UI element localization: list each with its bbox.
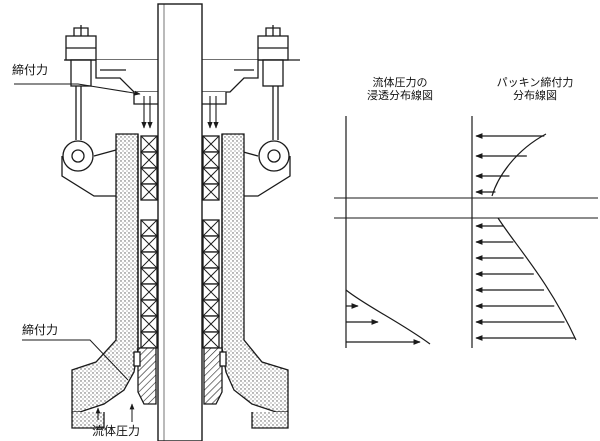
packing-ring-cross <box>202 219 220 237</box>
packing-ring-cross <box>140 135 158 153</box>
packing-ring-cross <box>202 299 220 317</box>
packing-ring-cross <box>202 135 220 153</box>
packing-ring-cross <box>140 219 158 237</box>
packing-ring-cross <box>202 251 220 269</box>
packing-ring-cross <box>202 267 220 285</box>
packing-ring-cross <box>140 331 158 349</box>
fluid-pressure-label: 流体圧力 <box>92 424 141 438</box>
packing-rings-left <box>140 135 158 349</box>
packing-force-arrows <box>475 133 575 341</box>
packing-ring-cross <box>202 151 220 169</box>
packing-ring-cross <box>140 235 158 253</box>
tightening-force-label-top: 締付力 <box>12 63 49 77</box>
fluid-dist-title-line2: 浸透分布線図 <box>367 89 433 102</box>
bottom-bushing-left <box>137 347 157 405</box>
packing-ring-cross <box>140 283 158 301</box>
packing-ring-cross <box>140 315 158 333</box>
stuffing-box-boundaries <box>334 197 598 219</box>
valve-section <box>61 3 300 441</box>
gland-force-arrows <box>141 96 219 129</box>
packing-ring-cross <box>140 267 158 285</box>
packing-ring-cross <box>202 331 220 349</box>
packing-ring-cross <box>140 299 158 317</box>
packing-ring-cross <box>202 183 220 201</box>
packing-ring-cross <box>140 151 158 169</box>
gland-bolt-right <box>257 25 289 87</box>
packing-ring-cross <box>202 315 220 333</box>
bonnet-body-left <box>71 133 139 413</box>
label-leaders <box>14 83 141 422</box>
bonnet-body-right <box>221 133 289 413</box>
tightening-force-label-bottom: 締付力 <box>22 323 59 337</box>
packing-dist-title-line2: 分布線図 <box>513 89 557 102</box>
eye-bolt-left <box>61 140 117 197</box>
gland-bolt-left <box>65 25 97 87</box>
packing-ring-cross <box>202 167 220 185</box>
bottom-bushing-right <box>203 347 223 405</box>
packing-ring-cross <box>202 283 220 301</box>
fluid-pressure-distribution <box>345 116 431 348</box>
upper-force-curve <box>491 133 547 197</box>
packing-dist-title: パッキン締付力 分布線図 <box>480 76 590 102</box>
valve-stem <box>157 3 203 441</box>
packing-ring-cross <box>140 251 158 269</box>
packing-ring-cross <box>140 167 158 185</box>
packing-rings-right <box>202 135 220 349</box>
packing-ring-cross <box>140 183 158 201</box>
fluid-dist-title-line1: 流体圧力の <box>372 76 428 89</box>
packing-ring-cross <box>202 235 220 253</box>
eye-bolt-right <box>235 140 291 197</box>
packing-dist-title-line1: パッキン締付力 <box>496 76 574 89</box>
fluid-dist-title: 流体圧力の 浸透分布線図 <box>355 76 445 102</box>
packing-force-distribution <box>471 116 577 348</box>
lower-force-curve <box>497 217 577 341</box>
